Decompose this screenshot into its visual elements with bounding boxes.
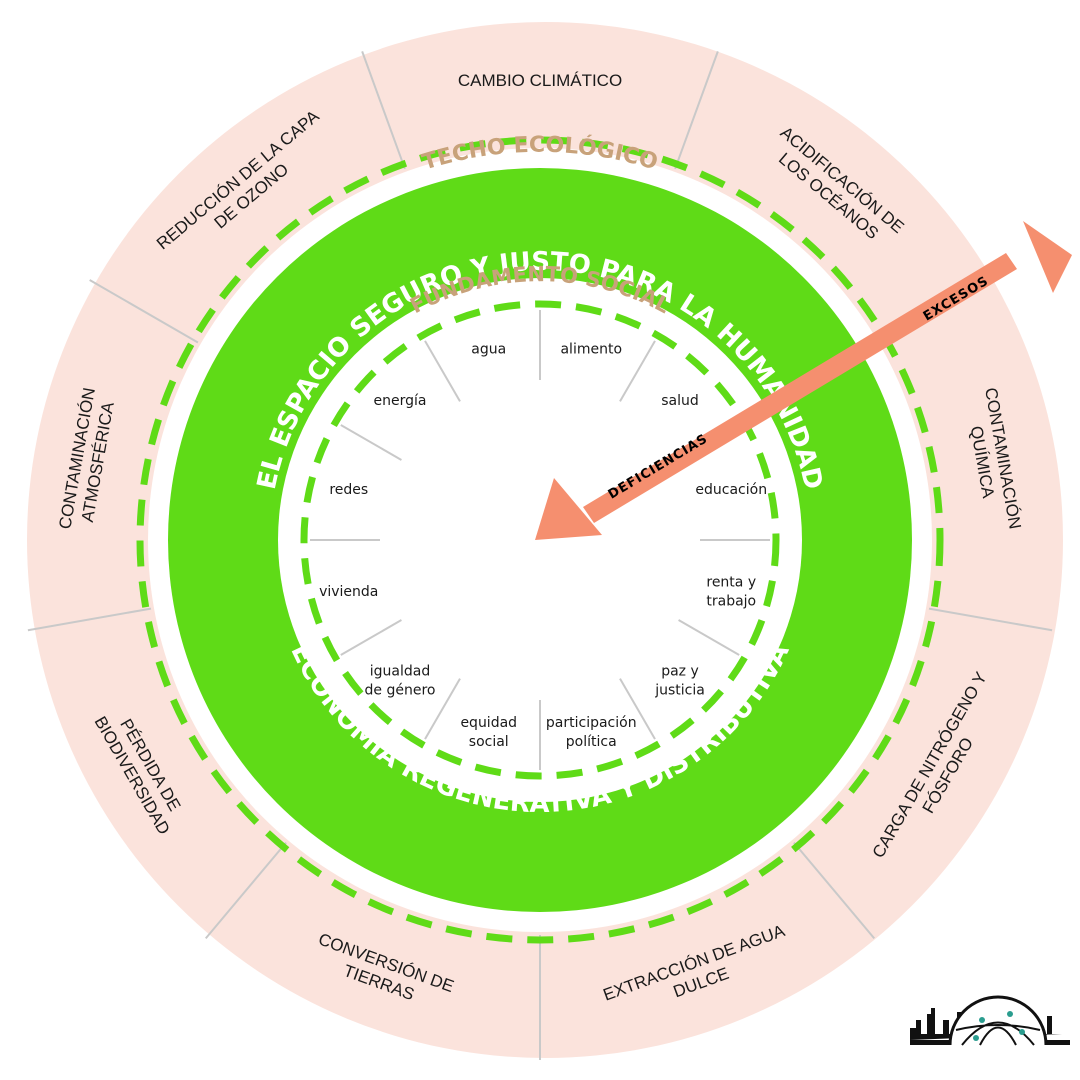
ceiling-divider — [361, 51, 406, 170]
social-label-line: educación — [695, 482, 767, 498]
social-label-line: energía — [374, 393, 427, 409]
foundation-divider — [424, 340, 461, 402]
foundation-divider — [619, 340, 656, 402]
ceiling-divider — [27, 607, 152, 632]
ceiling-divider — [928, 607, 1053, 632]
social-label-line: política — [566, 734, 617, 750]
social-label: energía — [374, 393, 427, 409]
inner-white-disc — [278, 278, 802, 802]
ceiling-divider — [674, 51, 719, 170]
social-label: agua — [471, 342, 506, 358]
ceiling-label-line: CAMBIO CLIMÁTICO — [458, 71, 622, 90]
arrow-head-outward — [1023, 221, 1072, 293]
social-foundation-dashed-line — [300, 300, 780, 780]
social-label-line: vivienda — [319, 584, 378, 600]
social-label: educación — [695, 482, 767, 498]
arrow-head-inward — [535, 478, 602, 540]
social-label: equidad social — [460, 715, 517, 750]
social-label: vivienda — [319, 584, 378, 600]
foundation-divider — [340, 424, 402, 461]
social-label-line: alimento — [560, 342, 622, 358]
arrow-shaft — [583, 253, 1017, 523]
social-label-line: redes — [329, 482, 368, 498]
social-label: salud — [661, 393, 699, 409]
social-label: participación política — [546, 715, 637, 750]
social-label-line: social — [469, 734, 509, 750]
foundation-divider — [619, 678, 656, 740]
social-label-line: participación — [546, 715, 637, 731]
city-globe-logo-icon — [910, 995, 1070, 1046]
social-label-line: de género — [365, 683, 436, 699]
social-label-line: renta y — [706, 575, 756, 591]
ceiling-label: CONTAMINACIÓNATMOSFÉRICA — [55, 386, 119, 534]
foundation-divider — [424, 678, 461, 740]
social-label-line: paz y — [661, 664, 699, 680]
social-label-line: equidad — [460, 715, 517, 731]
social-label-line: justicia — [654, 683, 705, 699]
social-label: paz y justicia — [654, 664, 705, 699]
ceiling-label: CAMBIO CLIMÁTICO — [458, 71, 622, 90]
ceiling-divider — [793, 841, 876, 939]
social-label: alimento — [560, 342, 622, 358]
ceiling-divider — [204, 841, 287, 939]
social-label: redes — [329, 482, 368, 498]
social-label-line: agua — [471, 342, 506, 358]
social-labels: alimento salud educación renta y trabajo paz … — [319, 342, 767, 750]
social-label: renta y trabajo — [706, 575, 756, 610]
foundation-divider — [678, 619, 740, 656]
social-label: igualdad de género — [365, 664, 436, 699]
foundation-divider — [340, 619, 402, 656]
ecological-ceiling-dashed-line — [136, 136, 944, 944]
social-label-line: trabajo — [706, 594, 756, 610]
ceiling-divider — [89, 279, 199, 344]
social-label-line: salud — [661, 393, 699, 409]
social-label-line: igualdad — [370, 664, 430, 680]
